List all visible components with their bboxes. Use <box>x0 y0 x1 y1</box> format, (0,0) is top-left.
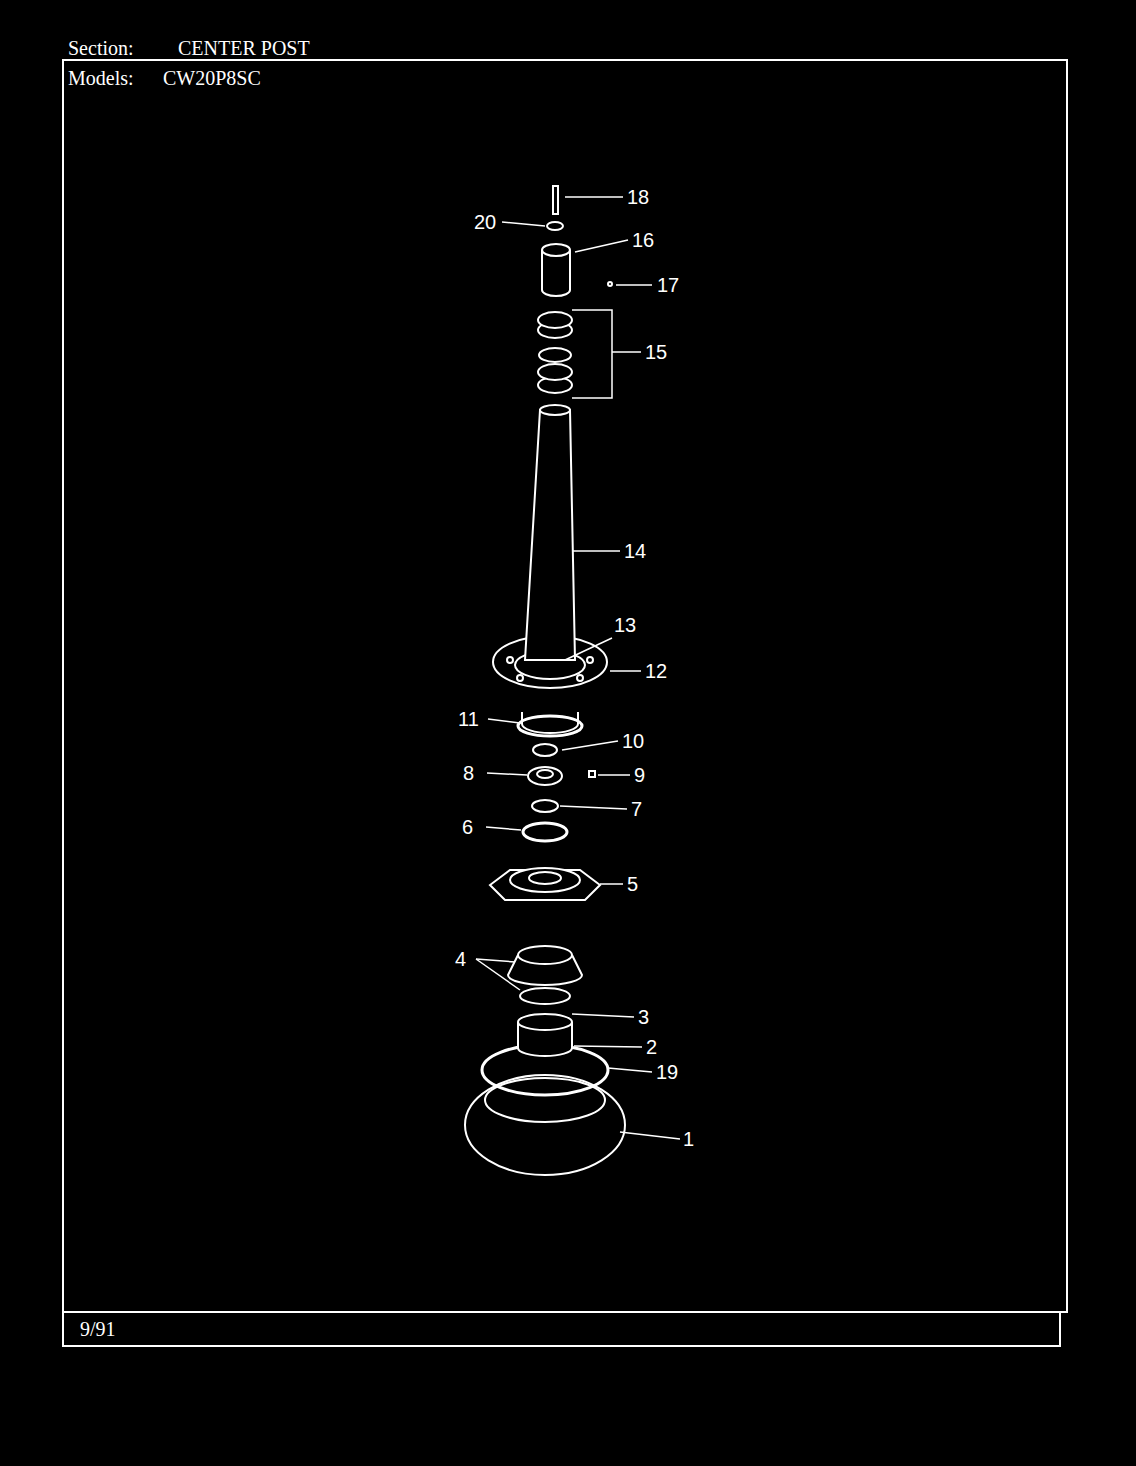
header-text: Section: <box>68 37 134 59</box>
callout-number: 9 <box>634 764 645 786</box>
callout-number: 7 <box>631 798 642 820</box>
header-text: CW20P8SC <box>163 67 261 89</box>
header-text: 9/91 <box>80 1318 116 1340</box>
callout-number: 6 <box>462 816 473 838</box>
callout-number: 18 <box>627 186 649 208</box>
callout-number: 4 <box>455 948 466 970</box>
header-text: CENTER POST <box>178 37 310 59</box>
callout-number: 17 <box>657 274 679 296</box>
callout-number: 2 <box>646 1036 657 1058</box>
callout-number: 10 <box>622 730 644 752</box>
callout-number: 15 <box>645 341 667 363</box>
callout-number: 19 <box>656 1061 678 1083</box>
callout-number: 11 <box>458 708 479 730</box>
callout-number: 1 <box>683 1128 694 1150</box>
callout-number: 5 <box>627 873 638 895</box>
header-text: Models: <box>68 67 134 89</box>
callout-number: 16 <box>632 229 654 251</box>
callout-number: 12 <box>645 660 667 682</box>
callout-number: 14 <box>624 540 646 562</box>
callout-number: 8 <box>463 762 474 784</box>
callout-number: 3 <box>638 1006 649 1028</box>
callout-number: 13 <box>614 614 636 636</box>
callout-number: 20 <box>474 211 496 233</box>
